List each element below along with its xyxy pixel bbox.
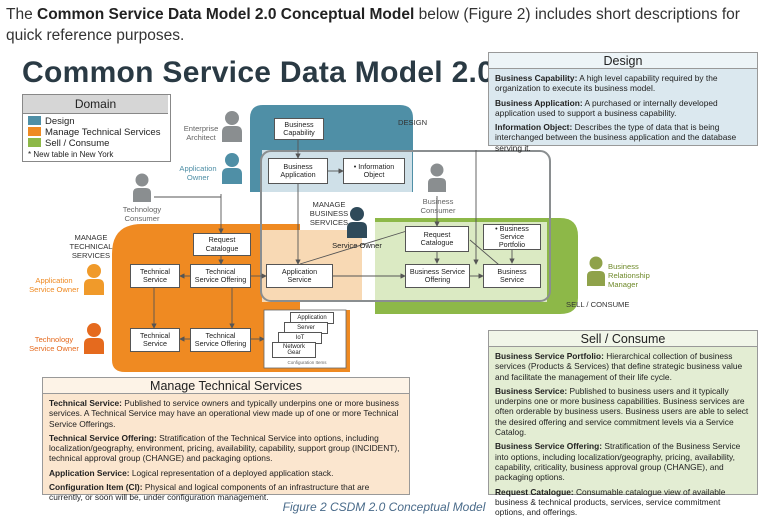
technology-consumer-icon [133, 173, 151, 202]
request-catalogue-business-box[interactable]: Request Catalogue [405, 226, 469, 252]
sell-term-business-service: Business Service: [495, 385, 568, 396]
design-term-application: Business Application: [495, 97, 583, 108]
technical-service-offering-box-1[interactable]: Technical Service Offering [190, 264, 251, 288]
mts-item-ci: Configuration Item (CI): Physical and lo… [49, 482, 403, 503]
legend-item-sell: Sell / Consume [28, 138, 109, 149]
business-consumer-label: Business Consumer [420, 197, 456, 215]
application-service-box[interactable]: Application Service [266, 264, 333, 288]
manage-business-services-label: MANAGE BUSINESS SERVICES [309, 200, 349, 227]
service-owner-label: Service Owner [332, 241, 382, 250]
legend-note: * New table in New York [28, 150, 114, 159]
domain-legend: Domain Design Manage Technical Services … [22, 94, 171, 162]
legend-item-design: Design [28, 116, 75, 127]
design-item-application: Business Application: A purchased or int… [495, 98, 751, 119]
business-relationship-manager-icon [587, 256, 605, 286]
ci-footer-label: Configuration Items [287, 360, 327, 365]
application-service-owner-icon [84, 264, 104, 295]
mts-item-technical-service: Technical Service: Published to service … [49, 398, 403, 429]
business-consumer-icon [428, 163, 446, 192]
mts-term-ci: Configuration Item (CI): [49, 482, 143, 493]
intro-text: The Common Service Data Model 2.0 Concep… [6, 4, 766, 46]
technology-service-owner-icon [84, 323, 104, 354]
sell-term-portfolio: Business Service Portfolio: [495, 351, 604, 361]
application-service-owner-label: Application Service Owner [29, 276, 79, 294]
sell-text-portfolio: Hierarchical collection of business serv… [495, 351, 743, 382]
legend-title: Domain [23, 95, 168, 114]
sell-consume-description-panel: Sell / Consume Business Service Portfoli… [488, 330, 758, 517]
mts-panel-title: Manage Technical Services [43, 378, 409, 394]
service-owner-icon [347, 207, 367, 238]
design-term-information: Information Object: [495, 122, 573, 133]
intro-pre: The [6, 6, 38, 23]
mts-item-application-service: Application Service: Logical representat… [49, 468, 403, 478]
mts-text-ci: Physical and logical components of an in… [49, 482, 370, 503]
mts-text-offering: Stratification of the Technical Service … [49, 432, 400, 464]
sell-term-offering: Business Service Offering: [495, 441, 603, 452]
manage-technical-services-description-panel: Manage Technical Services Technical Serv… [42, 377, 410, 502]
design-description-panel: Design Business Capability: A high level… [488, 52, 758, 153]
mts-text-application-service: Logical representation of a deployed app… [129, 467, 334, 478]
enterprise-architect-label: Enterprise Architect [183, 124, 219, 142]
application-owner-label: Application Owner [179, 164, 217, 182]
sell-item-business-service: Business Service: Published to business … [495, 386, 751, 437]
sell-swatch [28, 138, 41, 147]
mts-item-offering: Technical Service Offering: Stratificati… [49, 433, 403, 464]
mts-term-application-service: Application Service: [49, 467, 130, 478]
design-domain-label: DESIGN [398, 118, 428, 127]
request-catalogue-technical-box[interactable]: Request Catalogue [193, 233, 251, 256]
technical-service-box-2[interactable]: Technical Service [130, 328, 180, 352]
manage-swatch [28, 127, 41, 136]
technology-service-owner-label: Technology Service Owner [29, 335, 79, 353]
sell-panel-title: Sell / Consume [489, 331, 757, 347]
design-panel-title: Design [489, 53, 757, 69]
intro-bold: Common Service Data Model 2.0 Conceptual… [37, 6, 415, 23]
technology-consumer-label: Technology Consumer [122, 205, 162, 223]
business-service-portfolio-box[interactable]: • Business Service Portfolio [483, 224, 541, 250]
technical-service-offering-box-2[interactable]: Technical Service Offering [190, 328, 251, 352]
mts-term-offering: Technical Service Offering: [49, 432, 157, 443]
business-service-box[interactable]: Business Service [483, 264, 541, 288]
design-text-application: A purchased or internally developed appl… [495, 97, 718, 118]
sell-item-offering: Business Service Offering: Stratificatio… [495, 441, 751, 482]
information-object-box[interactable]: • Information Object [343, 158, 405, 184]
sell-item-portfolio: Business Service Portfolio: Hierarchical… [495, 351, 751, 382]
sell-item-request-catalogue: Request Catalogue: Consumable catalogue … [495, 487, 751, 517]
technical-service-box-1[interactable]: Technical Service [130, 264, 180, 288]
relationship-arrows [151, 140, 515, 342]
design-item-information: Information Object: Describes the type o… [495, 122, 751, 153]
sell-text-business-service: Published to business users and it typic… [495, 385, 749, 438]
design-text-capability: A high level capability required by the … [495, 73, 718, 94]
design-term-capability: Business Capability: [495, 73, 578, 83]
business-relationship-manager-label: Business Relationship Manager [608, 262, 650, 289]
business-application-box[interactable]: Business Application [268, 158, 328, 184]
intro-post: below (Figure 2) includes short descript… [6, 6, 740, 44]
legend-label-sell: Sell / Consume [45, 138, 110, 149]
sell-term-request-catalogue: Request Catalogue: [495, 486, 574, 497]
manage-business-services-frame [260, 150, 551, 302]
ci-network-gear-box[interactable]: Network Gear [272, 342, 316, 358]
business-capability-box[interactable]: Business Capability [274, 118, 324, 140]
design-text-information: Describes the type of data that is being… [495, 122, 737, 153]
business-service-offering-box[interactable]: Business Service Offering [405, 264, 470, 288]
legend-label-design: Design [45, 116, 75, 127]
mts-term-technical-service: Technical Service: [49, 398, 122, 408]
manage-domain-label: MANAGE TECHNICAL SERVICES [69, 233, 113, 260]
sell-domain-label: SELL / CONSUME [566, 300, 630, 309]
sell-text-request-catalogue: Consumable catalogue view of available b… [495, 486, 726, 517]
legend-item-manage: Manage Technical Services [28, 127, 160, 138]
application-owner-icon [222, 153, 242, 184]
figure-caption: Figure 2 CSDM 2.0 Conceptual Model [282, 500, 486, 514]
legend-label-manage: Manage Technical Services [45, 127, 161, 138]
diagram-title: Common Service Data Model 2.0 [22, 56, 495, 89]
design-item-capability: Business Capability: A high level capabi… [495, 73, 751, 94]
sell-text-offering: Stratification of the Business Service i… [495, 441, 741, 483]
mts-text-technical-service: Published to service owners and typicall… [49, 398, 399, 429]
enterprise-architect-icon [222, 111, 242, 142]
design-swatch [28, 116, 41, 125]
